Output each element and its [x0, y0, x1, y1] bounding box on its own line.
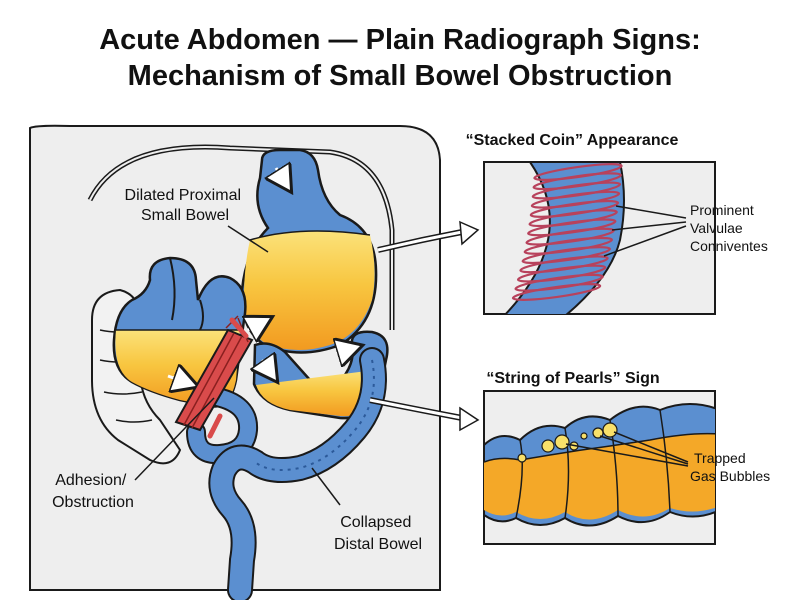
leaders-valvulae: [603, 205, 687, 257]
valvulae-ring: [523, 236, 613, 255]
label-dilated-proximal: Dilated Proximal Small Bowel: [125, 187, 246, 224]
label-adhesion: Adhesion/ Obstruction: [52, 472, 134, 511]
page-title: Acute Abdomen — Plain Radiograph Signs: …: [0, 22, 800, 94]
valvulae-ring: [516, 264, 607, 283]
title-line-1: Acute Abdomen — Plain Radiograph Signs:: [99, 24, 701, 56]
label-gas-bubbles: Trapped Gas Bubbles: [690, 450, 770, 484]
leaders-gas-bubbles: [565, 431, 689, 467]
valvulae-ring: [519, 255, 609, 274]
label-collapsed: Collapsed Distal Bowel: [334, 514, 422, 553]
stacked-coin-bowel: [504, 162, 625, 314]
valvulae-ring: [514, 273, 604, 292]
collapsed-distal-bowel: [208, 347, 387, 600]
valvulae-ring: [521, 246, 611, 265]
dilated-proximal-bowel: [240, 148, 378, 354]
valvulae-ring: [511, 283, 602, 301]
mid-bowel-loop: [248, 318, 389, 420]
string-of-pearls-heading: “String of Pearls” Sign: [486, 370, 659, 387]
leader-adhesion: [134, 397, 215, 481]
string-of-pearls-bowel: [484, 403, 715, 527]
label-valvulae: Prominent Valvulae Conniventes: [690, 202, 768, 254]
title-line-2: Mechanism of Small Bowel Obstruction: [127, 60, 673, 92]
stacked-coin-heading: “Stacked Coin” Appearance: [466, 132, 679, 149]
leader-collapsed: [311, 467, 341, 506]
leader-dilated: [227, 225, 269, 253]
adhesion-band: [174, 315, 254, 439]
gas-bubbles: [517, 422, 618, 463]
